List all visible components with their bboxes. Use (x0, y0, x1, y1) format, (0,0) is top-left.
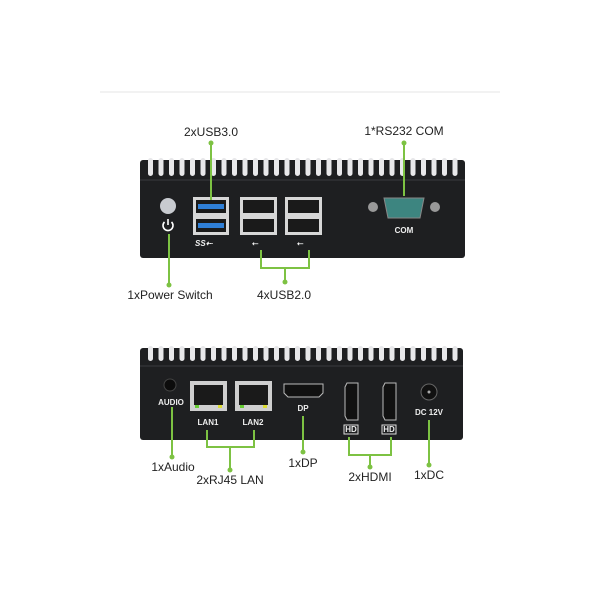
dp-label: DP (297, 404, 309, 413)
fin-slot (263, 346, 269, 361)
svg-text:HD: HD (345, 425, 357, 434)
hd-icon: HD HD (343, 424, 397, 435)
callout-com: 1*RS232 COM (364, 124, 443, 138)
fin-slot (316, 158, 321, 176)
fin-slot (263, 158, 269, 176)
audio-label: AUDIO (158, 398, 184, 407)
fin-slot (379, 346, 384, 361)
fin-slot (179, 346, 185, 361)
fin-slot (148, 346, 153, 361)
fin-slot (389, 346, 395, 361)
fin-slot (169, 346, 174, 361)
fin-slot (295, 158, 300, 176)
fin-slot (421, 346, 426, 361)
usb-icon: ⭠ (297, 239, 304, 248)
fin-slot (316, 346, 321, 361)
fin-slot (158, 346, 164, 361)
fin-slot (431, 158, 437, 176)
fin-slot (410, 346, 416, 361)
fin-slot (410, 158, 416, 176)
com-port: COM (368, 197, 440, 235)
usb-icon: ⭠ (252, 239, 259, 248)
fin-slot (221, 158, 227, 176)
cooling-fins (148, 158, 458, 176)
callout-dots (169, 449, 432, 473)
fin-slot (421, 158, 426, 176)
usb2-ports: ⭠ ⭠ (240, 197, 322, 248)
fin-slot (242, 346, 248, 361)
fin-slot (190, 158, 195, 176)
callout-dots (166, 140, 407, 288)
fin-slot (326, 346, 332, 361)
power-button (160, 198, 176, 214)
fin-slot (452, 346, 458, 361)
callout-hdmi: 2xHDMI (348, 470, 391, 484)
cooling-fins (148, 346, 458, 361)
usb3-ports: SS⇠ (193, 197, 229, 248)
fin-slot (211, 346, 216, 361)
fin-slot (368, 158, 374, 176)
lan1-label: LAN1 (198, 418, 219, 427)
callout-dp: 1xDP (288, 456, 317, 470)
fin-slot (211, 158, 216, 176)
fin-slot (169, 158, 174, 176)
dc-label: DC 12V (415, 408, 444, 417)
fin-slot (190, 346, 195, 361)
fin-slot (337, 158, 342, 176)
fin-slot (242, 158, 248, 176)
fin-slot (389, 158, 395, 176)
audio-jack (163, 378, 177, 392)
fin-slot (253, 346, 258, 361)
hdmi-ports (344, 382, 397, 421)
rear-device: AUDIO LAN1 LAN2 DP HD HD DC 12V (140, 346, 463, 440)
fin-slot (400, 346, 405, 361)
fin-slot (326, 158, 332, 176)
lan2-label: LAN2 (243, 418, 264, 427)
callout-usb2: 4xUSB2.0 (257, 288, 311, 302)
callout-power: 1xPower Switch (127, 288, 212, 302)
fin-slot (274, 158, 279, 176)
fin-slot (442, 158, 447, 176)
fin-slot (347, 346, 353, 361)
com-label: COM (395, 226, 414, 235)
power-icon (162, 219, 174, 232)
front-device: SS⇠ ⭠ ⭠ COM (140, 158, 465, 258)
callout-dc: 1xDC (414, 468, 444, 482)
fin-slot (232, 158, 237, 176)
fin-slot (358, 158, 363, 176)
fin-slot (368, 346, 374, 361)
fin-slot (284, 346, 290, 361)
callout-usb3: 2xUSB3.0 (184, 125, 238, 139)
fin-slot (295, 346, 300, 361)
fin-slot (442, 346, 447, 361)
svg-text:HD: HD (383, 425, 395, 434)
fin-slot (179, 158, 185, 176)
dp-port (283, 383, 324, 398)
fin-slot (148, 158, 153, 176)
fin-slot (358, 346, 363, 361)
fin-slot (305, 346, 311, 361)
fin-slot (221, 346, 227, 361)
fin-slot (337, 346, 342, 361)
fin-slot (232, 346, 237, 361)
rear-callout-lines (171, 407, 430, 470)
fin-slot (284, 158, 290, 176)
fin-slot (379, 158, 384, 176)
callout-audio: 1xAudio (151, 460, 195, 474)
fin-slot (274, 346, 279, 361)
usb3-ss-icon: SS⇠ (195, 239, 214, 248)
fin-slot (452, 158, 458, 176)
callout-lan: 2xRJ45 LAN (196, 473, 263, 487)
fin-slot (347, 158, 353, 176)
fin-slot (253, 158, 258, 176)
fin-slot (305, 158, 311, 176)
fin-slot (158, 158, 164, 176)
fin-slot (431, 346, 437, 361)
fin-slot (200, 346, 206, 361)
lan-ports (190, 381, 272, 411)
fin-slot (200, 158, 206, 176)
